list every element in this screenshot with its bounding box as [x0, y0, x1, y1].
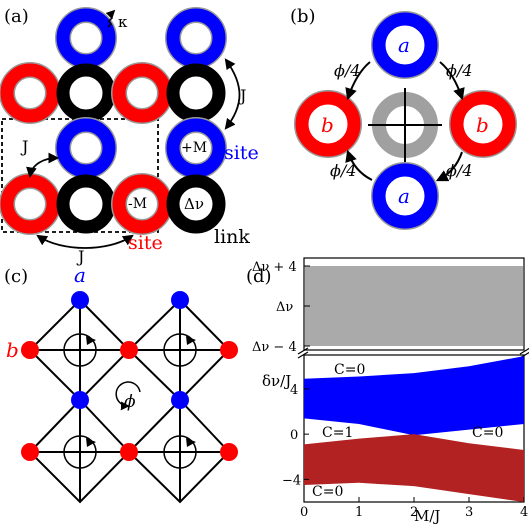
chern-label-top: C=0 — [334, 362, 365, 378]
lower-ticks-layer: 0 1 2 3 4 −4 0 4 — [282, 383, 528, 520]
phase-arrow-br — [435, 151, 463, 182]
band-lower-red — [304, 434, 524, 502]
plus-M-label: +M — [181, 140, 207, 156]
upper-y-ticks: Δν + 4 Δν Δν − 4 — [252, 260, 310, 355]
J-coupling-arrow-inner — [26, 152, 60, 179]
ring-black — [166, 63, 226, 123]
J-bottom-label: J — [76, 247, 84, 266]
phase-arrow-tr — [439, 61, 465, 101]
label-b-right: b — [476, 113, 489, 137]
site-label-red: site — [128, 232, 163, 254]
chern-label-bottom: C=0 — [312, 484, 343, 500]
ring-red — [0, 174, 60, 234]
ring-blue — [166, 8, 226, 68]
panel-a: (a) κ J J — [0, 6, 259, 266]
J-outer-label: J — [238, 86, 246, 105]
panel-d-tag: (d) — [246, 266, 272, 287]
band-upper-blue — [304, 356, 524, 436]
panel-b: (b) a a b b ϕ/4 ϕ/4 ϕ/4 ϕ/4 — [290, 6, 517, 230]
upper-axes-box — [303, 257, 525, 351]
site-a-label: a — [74, 263, 86, 287]
ring-black — [166, 174, 226, 234]
y-axis-label: δν/J — [262, 372, 291, 390]
ring-blue — [56, 118, 116, 178]
phase-label-br: ϕ/4 — [446, 161, 472, 180]
ring-blue — [56, 8, 116, 68]
y-tick-label: 0 — [290, 428, 298, 443]
plaquette-arrows — [86, 336, 196, 447]
site-ring-a-top — [372, 12, 438, 78]
tick-dnu-plus4: Δν + 4 — [252, 260, 297, 275]
x-tick-label: 1 — [355, 505, 363, 520]
y-tick-label: 4 — [290, 383, 298, 398]
flux-phi-label: ϕ — [124, 392, 136, 412]
ring-black — [56, 63, 116, 123]
kappa-label: κ — [118, 13, 128, 31]
phase-label-bl: ϕ/4 — [330, 161, 356, 180]
ring-red — [112, 63, 172, 123]
flux-loop-arrow — [115, 381, 141, 411]
ring-red — [112, 174, 172, 234]
upper-gray-band — [305, 266, 523, 346]
lattice-lines — [28, 298, 231, 504]
panel-a-tag: (a) — [4, 6, 29, 27]
site-b-label: b — [6, 338, 19, 362]
x-tick-label: 0 — [300, 505, 308, 520]
label-b-left: b — [321, 113, 334, 137]
x-tick-label: 3 — [465, 505, 473, 520]
delta-nu-label: Δν — [184, 195, 204, 213]
chern-label-right: C=0 — [472, 425, 503, 441]
site-ring-b-left — [295, 91, 361, 157]
panel-c: (c) — [4, 263, 238, 504]
site-label-blue: site — [224, 142, 259, 164]
x-tick-label: 2 — [410, 505, 418, 520]
link-label: link — [214, 226, 250, 248]
tick-dnu-minus4: Δν − 4 — [252, 340, 297, 355]
J-inner-label: J — [20, 137, 28, 156]
tick-dnu: Δν — [276, 300, 293, 315]
label-a-top: a — [398, 33, 410, 57]
panel-c-tag: (c) — [4, 266, 28, 287]
site-ring-a-bottom — [372, 163, 438, 229]
x-tick-label: 4 — [520, 505, 528, 520]
y-tick-label: −4 — [282, 473, 301, 488]
chern-label-left: C=1 — [322, 425, 353, 441]
ring-red — [0, 63, 60, 123]
phase-arrow-tl — [345, 61, 371, 101]
J-coupling-arrow-bottom — [36, 234, 134, 249]
plaquette-circles — [63, 333, 197, 469]
minus-M-label: -M — [128, 196, 147, 212]
phase-label-tr: ϕ/4 — [446, 61, 472, 80]
J-coupling-arrow-outer — [224, 58, 241, 130]
site-ring-b-right — [450, 91, 516, 157]
lattice-sites — [21, 291, 238, 461]
ring-black — [56, 174, 116, 234]
phase-label-tl: ϕ/4 — [334, 61, 360, 80]
ring-blue — [166, 118, 226, 178]
label-a-bottom: a — [398, 184, 410, 208]
kappa-wavy-arrow — [105, 9, 116, 28]
panel-b-tag: (b) — [290, 6, 316, 27]
phase-arrow-bl — [345, 149, 373, 181]
bands-layer — [304, 356, 524, 502]
x-axis-label: M/J — [414, 507, 440, 525]
